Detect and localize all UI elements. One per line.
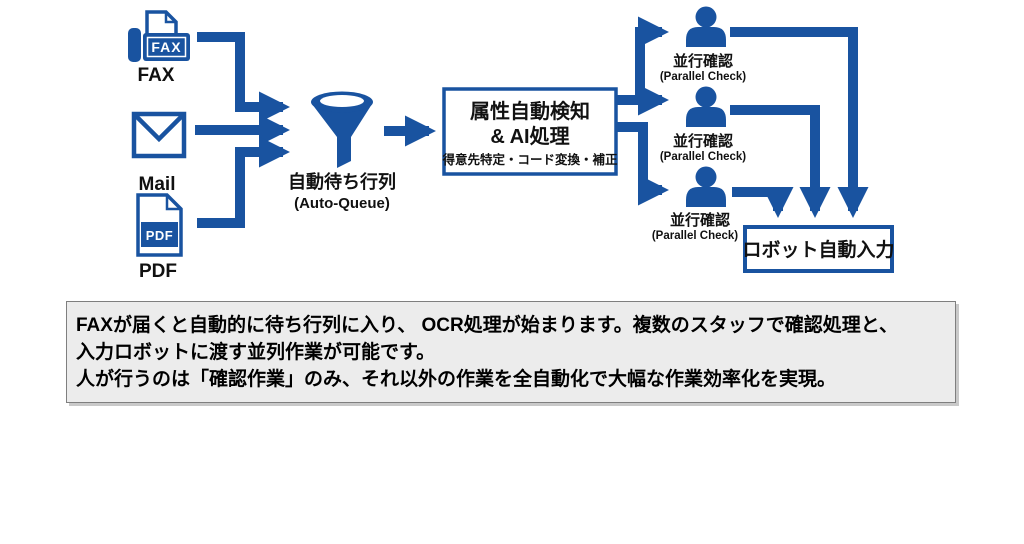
checker-2: 並行確認 (Parallel Check) [660, 86, 746, 163]
checker-3-label-en: (Parallel Check) [652, 230, 738, 242]
queue-label-en: (Auto-Queue) [294, 195, 390, 212]
checker-3-label-jp: 並行確認 [670, 211, 730, 229]
input-arrows [195, 32, 290, 228]
pdf-icon-text: PDF [146, 228, 174, 243]
fax-label: FAX [138, 65, 175, 86]
output-arrows [730, 27, 869, 218]
checker-1-label-jp: 並行確認 [673, 52, 733, 70]
caption-line-2: 入力ロボットに渡す並列作業が可能です。 [76, 342, 436, 363]
ai-process-box: 属性自動検知 & AI処理 得意先特定・コード変換・補正 [441, 87, 618, 176]
robot-box: ロボット自動入力 [742, 225, 895, 273]
fax-icon: FAX [128, 10, 190, 62]
caption-box: FAXが届くと自動的に待ち行列に入り、 OCR処理が始まります。複数のスタッフで… [66, 301, 956, 403]
fax-icon-text: FAX [151, 39, 181, 55]
ai-box-line3: 得意先特定・コード変換・補正 [441, 152, 618, 167]
workflow-diagram: FAX FAX Mail PDF PDF 自動待ち行列 (Auto-Queu [128, 6, 895, 282]
ai-box-line2: & AI処理 [490, 125, 569, 148]
checker-2-label-en: (Parallel Check) [660, 151, 746, 163]
queue-label-jp: 自動待ち行列 [288, 171, 396, 192]
checker-1-label-en: (Parallel Check) [660, 71, 746, 83]
caption-line-3: 人が行うのは「確認作業」のみ、それ以外の作業を全自動化で大幅な作業効率化を実現。 [76, 369, 837, 390]
pdf-label: PDF [139, 261, 177, 282]
funnel-icon [311, 91, 373, 168]
checker-1: 並行確認 (Parallel Check) [660, 6, 746, 83]
pdf-icon: PDF [136, 193, 183, 257]
branch-arrows [616, 16, 669, 206]
robot-box-label: ロボット自動入力 [742, 238, 894, 261]
mail-icon [131, 111, 187, 159]
checker-3: 並行確認 (Parallel Check) [652, 166, 738, 242]
mail-label: Mail [139, 174, 176, 195]
checker-2-label-jp: 並行確認 [673, 132, 733, 150]
caption-line-1: FAXが届くと自動的に待ち行列に入り、 OCR処理が始まります。複数のスタッフで… [76, 315, 899, 336]
ai-box-line1: 属性自動検知 [470, 99, 590, 123]
